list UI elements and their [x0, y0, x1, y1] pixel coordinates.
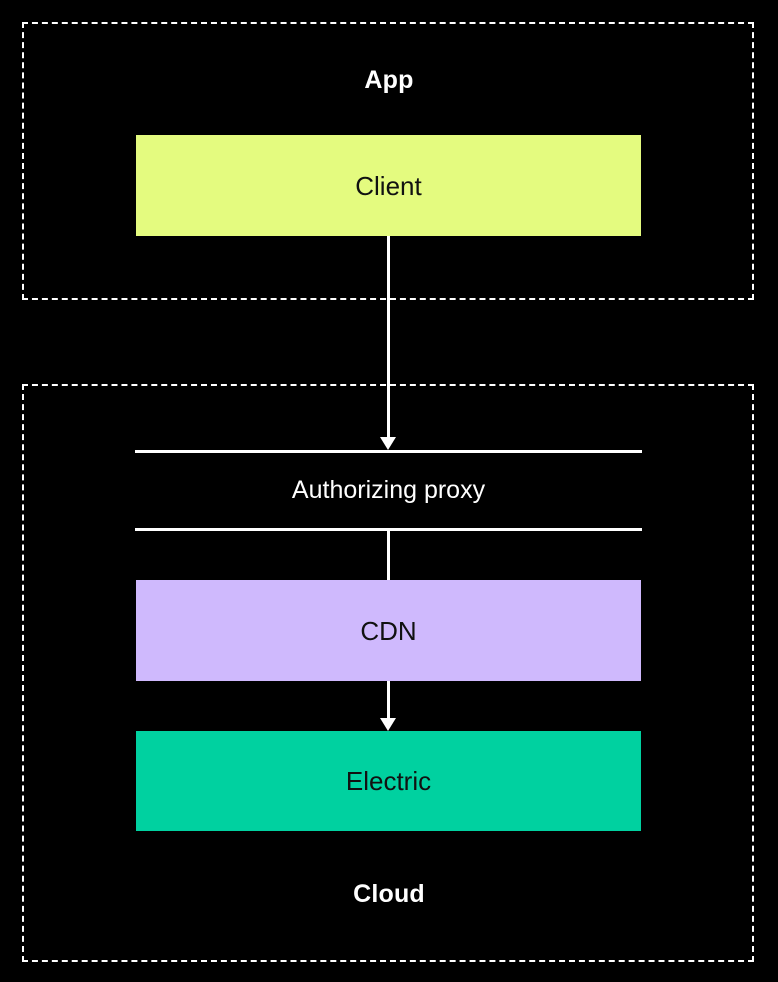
group-cloud-title: Cloud [353, 880, 425, 908]
edge-authorizing-proxy-to-cdn [387, 531, 390, 580]
node-electric[interactable]: Electric [136, 731, 641, 831]
edge-client-to-authorizing-proxy [387, 236, 390, 438]
node-authorizing-proxy[interactable]: Authorizing proxy [135, 450, 642, 531]
arrowhead-down-icon [380, 718, 396, 731]
proxy-rule-bottom [135, 528, 642, 531]
group-app-title: App [364, 66, 414, 94]
arrowhead-down-icon [380, 437, 396, 450]
node-cdn[interactable]: CDN [136, 580, 641, 681]
node-client[interactable]: Client [136, 135, 641, 236]
node-authorizing-proxy-label: Authorizing proxy [291, 476, 486, 504]
proxy-rule-top [135, 450, 642, 453]
edge-cdn-to-electric [387, 681, 390, 719]
